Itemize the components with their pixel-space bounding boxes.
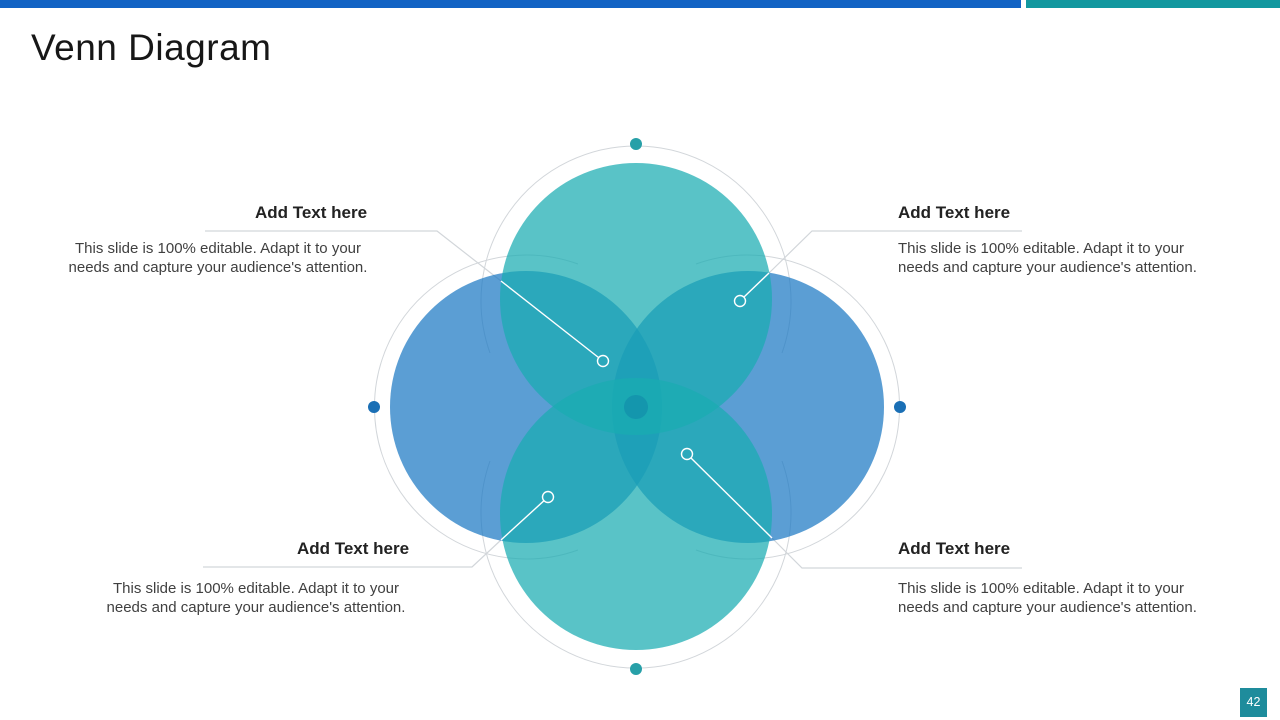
page-number-badge: 42	[1240, 688, 1267, 717]
callout-body-bottom-right: This slide is 100% editable. Adapt it to…	[898, 579, 1220, 617]
callout-heading-bottom-left: Add Text here	[296, 539, 410, 558]
callout-body-line2: needs and capture your audience's attent…	[68, 259, 368, 276]
leader-line-bottom-right	[690, 457, 773, 539]
page-title: Venn Diagram	[31, 27, 272, 68]
leader-marker-top-right	[733, 294, 747, 308]
top-accent-bar-blue	[0, 0, 1021, 8]
leader-marker-bottom-left	[541, 490, 555, 504]
callout-line-bottom-left	[203, 539, 502, 568]
callout-body-top-right: This slide is 100% editable. Adapt it to…	[898, 239, 1220, 277]
leader-marker-top-left	[596, 354, 610, 368]
callout-line-bottom-right	[771, 537, 1022, 569]
callout-heading-top-left: Add Text here	[254, 203, 368, 222]
leader-line-top-right	[743, 272, 770, 298]
venn-circle-top	[500, 163, 772, 435]
callout-body-line2: needs and capture your audience's attent…	[898, 599, 1197, 616]
callout-body-line2: needs and capture your audience's attent…	[106, 599, 406, 616]
callout-body-line1: This slide is 100% editable. Adapt it to…	[898, 580, 1184, 597]
ring-dot-top	[630, 138, 642, 150]
callout-heading-bottom-right: Add Text here	[898, 539, 1011, 558]
callout-body-top-left: This slide is 100% editable. Adapt it to…	[57, 239, 379, 277]
ring-dot-left	[368, 401, 380, 413]
ring-dot-right	[894, 401, 906, 413]
leader-marker-bottom-right	[680, 447, 694, 461]
leader-line-bottom-left	[500, 500, 545, 541]
callout-body-line2: needs and capture your audience's attent…	[898, 259, 1197, 276]
leader-line-top-left	[500, 280, 599, 359]
callout-body-line1: This slide is 100% editable. Adapt it to…	[113, 580, 399, 597]
callout-line-top-right	[768, 230, 1022, 274]
callout-body-line1: This slide is 100% editable. Adapt it to…	[898, 240, 1184, 257]
ring-dot-bottom	[630, 663, 642, 675]
callout-line-top-left	[205, 230, 502, 282]
callout-heading-top-right: Add Text here	[898, 203, 1011, 222]
callout-body-line1: This slide is 100% editable. Adapt it to…	[75, 240, 361, 257]
venn-circle-bottom	[500, 378, 772, 650]
venn-center-spot	[624, 395, 648, 419]
top-accent-bar-teal	[1026, 0, 1280, 8]
callout-body-bottom-left: This slide is 100% editable. Adapt it to…	[95, 579, 417, 617]
